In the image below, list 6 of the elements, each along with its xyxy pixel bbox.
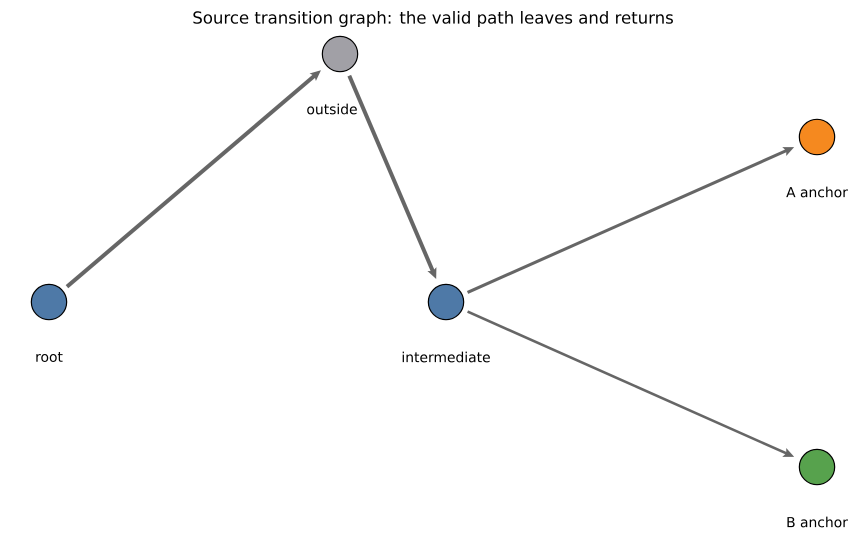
node-label: intermediate bbox=[402, 352, 490, 362]
title: Source transition graph: the valid path leaves and returns bbox=[193, 11, 673, 28]
node-label: B anchor bbox=[787, 516, 848, 528]
node-label: root bbox=[36, 352, 63, 362]
node-label: outside bbox=[307, 104, 357, 114]
node-label: A anchor bbox=[786, 186, 848, 198]
